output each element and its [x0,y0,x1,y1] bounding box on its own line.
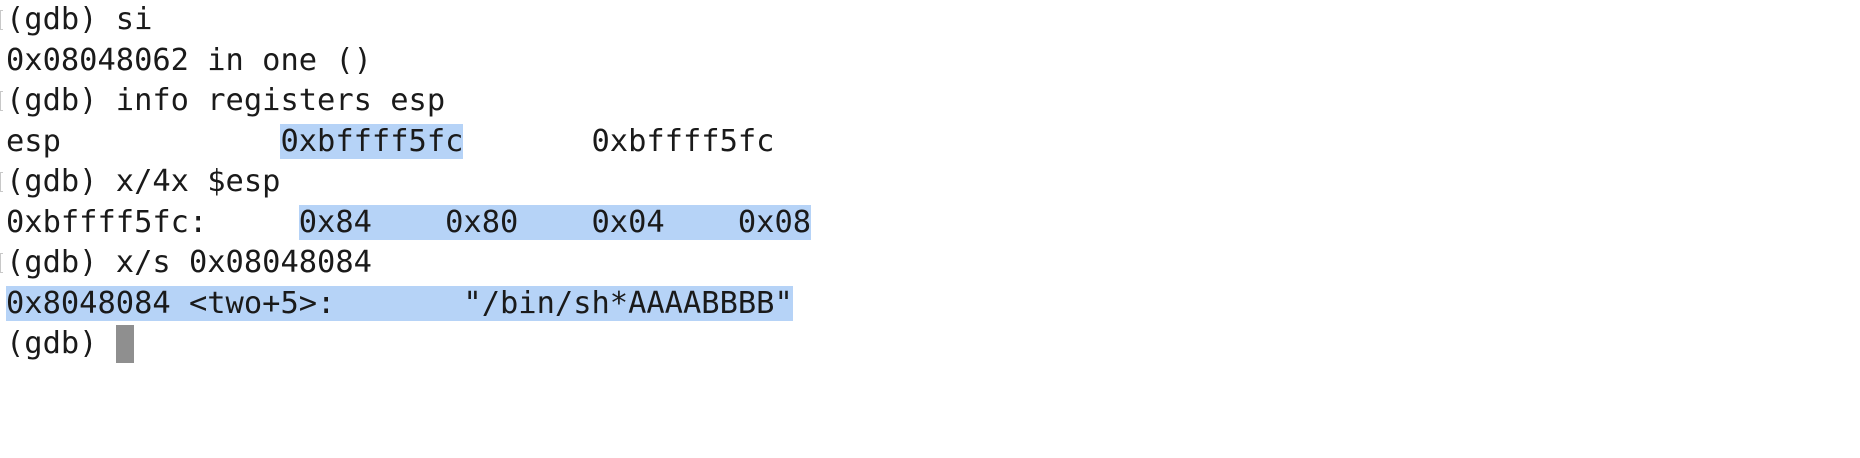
output-text: 0x08048062 in one () [6,42,372,78]
terminal-line-x4x: (gdb) x/4x $esp [0,162,811,203]
register-name: esp [6,123,61,159]
line-marker-icon [0,10,3,30]
terminal-cursor [115,325,134,363]
gdb-command: x/4x $esp [115,164,281,199]
gdb-command: info registers esp [115,83,446,118]
terminal-line-si: (gdb) si [0,0,811,41]
memory-byte: 0x84 [298,204,372,240]
line-marker-icon [0,91,3,111]
string-address: 0x8048084 <two+5>: [6,285,336,321]
terminal-line-xs: (gdb) x/s 0x08048084 [0,243,811,284]
memory-byte: 0x80 [445,204,519,240]
string-value: "/bin/sh*AAAABBBB" [463,285,793,321]
gdb-prompt: (gdb) [6,164,116,199]
string-output-selected[interactable]: 0x8048084 <two+5>: "/bin/sh*AAAABBBB" [6,285,793,321]
line-marker-icon [0,172,3,192]
terminal-line-output: 0x08048062 in one () [6,41,811,82]
gdb-terminal[interactable]: (gdb) si 0x08048062 in one () (gdb) info… [0,0,812,365]
gdb-prompt: (gdb) [6,2,116,37]
gdb-prompt: (gdb) [6,326,116,361]
memory-bytes-selected[interactable]: 0x84 0x80 0x04 0x08 [298,204,812,240]
gdb-command: x/s 0x08048084 [115,245,372,280]
terminal-line-string-output: 0x8048084 <two+5>: "/bin/sh*AAAABBBB" [6,284,811,325]
terminal-line-memory-bytes: 0xbffff5fc: 0x84 0x80 0x04 0x08 [6,203,812,244]
gdb-prompt: (gdb) [6,83,116,118]
terminal-line-register-esp: esp 0xbffff5fc 0xbffff5fc [6,122,811,163]
register-natural-value: 0xbffff5fc [591,123,775,159]
memory-byte: 0x04 [591,204,665,240]
terminal-line-info-registers: (gdb) info registers esp [0,81,811,122]
gdb-command: si [115,2,153,37]
terminal-line-current-prompt[interactable]: (gdb) [6,324,811,365]
register-hex-value-selected[interactable]: 0xbffff5fc [280,123,464,159]
memory-address: 0xbffff5fc: [6,204,208,240]
memory-byte: 0x08 [737,204,812,240]
gdb-prompt: (gdb) [6,245,116,280]
line-marker-icon [0,253,3,273]
